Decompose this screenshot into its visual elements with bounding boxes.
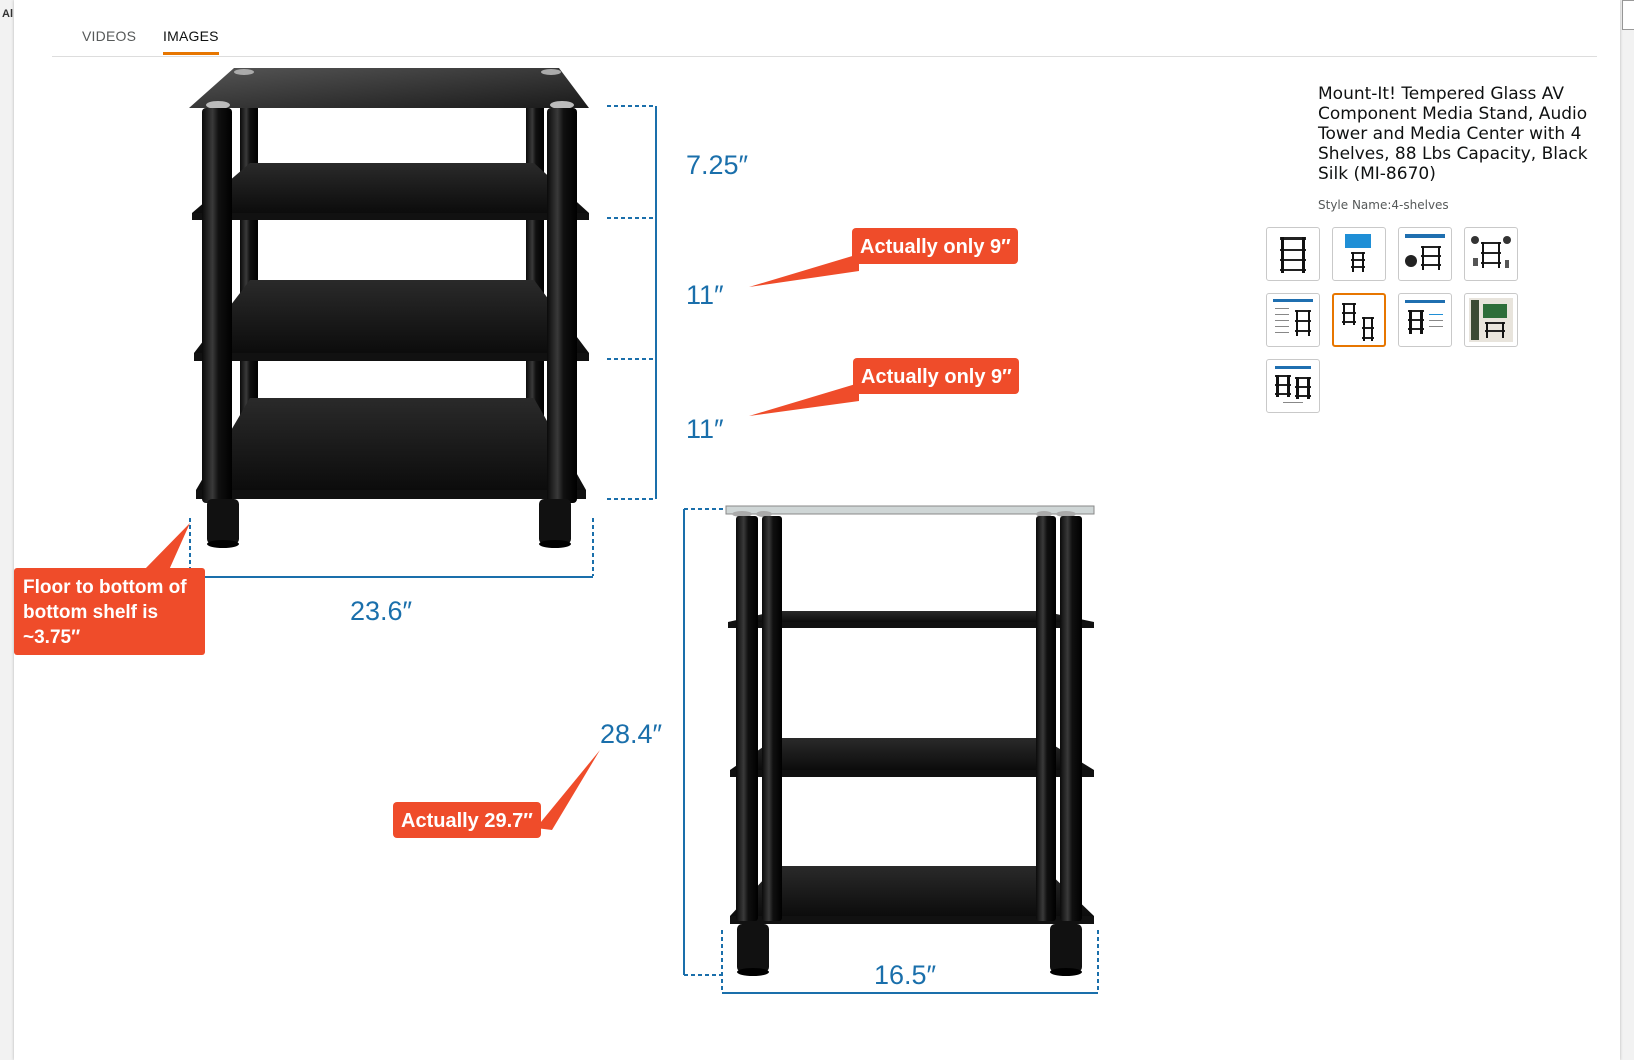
dimension-diagram: 7.25″ 11″ 11″ 23.6″ Actually only 9″ Act… (14, 68, 1099, 994)
thumbnail-4[interactable] (1464, 227, 1518, 281)
shelf-gap-top-label: 7.25″ (686, 150, 749, 180)
shelf-gap-bracket (607, 105, 657, 500)
width-bracket (189, 518, 594, 578)
rack-accessories-thumb-icon (1471, 236, 1511, 268)
thumbnail-5[interactable] (1266, 293, 1320, 347)
rack-side-view (725, 505, 1095, 976)
style-name-value: 4-shelves (1391, 198, 1449, 212)
thumbnail-6[interactable] (1332, 293, 1386, 347)
rack-speakers-thumb-icon (1405, 234, 1445, 270)
svg-text:Actually only 9″: Actually only 9″ (860, 236, 1011, 258)
rack-front-thumb-icon (1280, 237, 1306, 273)
thumbnail-7[interactable] (1398, 293, 1452, 347)
window-edge-corner (1622, 0, 1634, 30)
svg-text:Actually 29.7″: Actually 29.7″ (401, 810, 533, 832)
svg-text:bottom shelf is: bottom shelf is (23, 602, 158, 623)
height-bracket (683, 508, 726, 976)
rack-living-room-thumb-icon (1469, 298, 1513, 342)
svg-text:~3.75″: ~3.75″ (23, 627, 80, 648)
svg-text:Floor to bottom of: Floor to bottom of (23, 577, 187, 598)
tab-videos[interactable]: VIDEOS (82, 28, 137, 44)
thumbnail-1[interactable] (1266, 227, 1320, 281)
thumbnail-8[interactable] (1464, 293, 1518, 347)
callout-floor-height: Floor to bottom of bottom shelf is ~3.75… (14, 523, 205, 655)
rack-dimensions-thumb-icon (1342, 303, 1374, 341)
callout-height: Actually 29.7″ (393, 750, 600, 838)
media-tabs: VIDEOS IMAGES (52, 0, 1597, 57)
product-title: Mount-It! Tempered Glass AV Component Me… (1318, 84, 1588, 184)
tab-images[interactable]: IMAGES (163, 28, 219, 55)
thumbnail-3[interactable] (1398, 227, 1452, 281)
rack-tv-thumb-icon (1345, 234, 1371, 272)
depth-bracket (721, 930, 1099, 994)
svg-text:Actually only 9″: Actually only 9″ (861, 366, 1012, 388)
rack-features-thumb-icon (1405, 300, 1445, 334)
depth-label: 16.5″ (874, 960, 937, 990)
callout-bottom-gap: Actually only 9″ (749, 358, 1019, 416)
rack-spec-sheet-thumb-icon (1273, 299, 1313, 336)
thumbnail-9[interactable] (1266, 359, 1320, 413)
shelf-gap-bottom-label: 11″ (686, 414, 724, 444)
window-edge-label: Al (2, 8, 13, 20)
width-label: 23.6″ (350, 596, 413, 626)
style-name-label: Style Name: (1318, 198, 1392, 212)
shelf-gap-middle-label: 11″ (686, 280, 724, 310)
callout-middle-gap: Actually only 9″ (749, 228, 1018, 287)
style-name-line: Style Name:4-shelves (1318, 198, 1449, 212)
main-product-image: 7.25″ 11″ 11″ 23.6″ Actually only 9″ Act… (14, 58, 1314, 1058)
height-label: 28.4″ (600, 719, 663, 749)
rack-pair-thumb-icon (1275, 366, 1311, 403)
rack-front-view (189, 68, 589, 548)
image-viewer-modal: VIDEOS IMAGES (14, 0, 1620, 1060)
thumbnail-2[interactable] (1332, 227, 1386, 281)
